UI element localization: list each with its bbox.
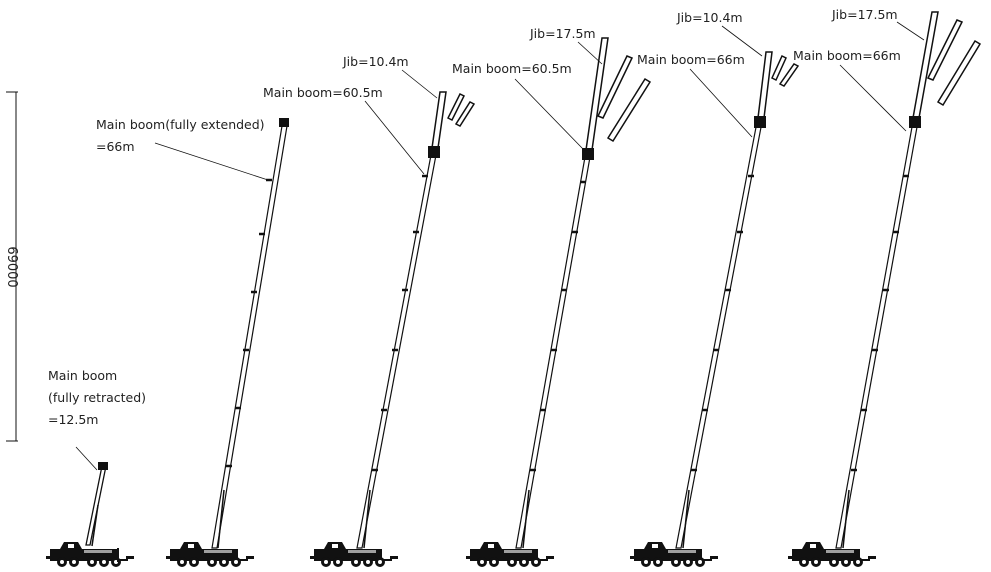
- leader-line-jib: [896, 21, 925, 41]
- leader-line-main-boom: [839, 64, 907, 132]
- truck-carrier: [46, 542, 134, 567]
- crane-60-5m-jib-10-4m: Main boom=60.5m Jib=10.4m: [263, 54, 476, 567]
- truck-carrier: [630, 542, 718, 567]
- jib-offset: [778, 63, 800, 87]
- main-boom: [85, 465, 107, 546]
- jib-offset: [936, 39, 982, 107]
- dimension-label: 69000: [4, 246, 19, 287]
- luffing-cylinder: [91, 504, 99, 547]
- leader-line-jib: [401, 69, 438, 99]
- main-boom: [515, 156, 591, 549]
- jib-offset: [596, 55, 634, 119]
- label-line-3: =12.5m: [48, 412, 98, 427]
- label-line-2: (fully retracted): [48, 390, 146, 405]
- luffing-cylinder: [682, 489, 690, 549]
- main-boom: [356, 154, 437, 549]
- crane-66m-jib-17-5m: Main boom=66m Jib=17.5m: [788, 7, 982, 567]
- boom-head: [279, 118, 289, 127]
- jib-offset: [771, 54, 787, 82]
- main-boom: [211, 125, 288, 549]
- truck-carrier: [466, 542, 554, 567]
- label-line-1: Main boom(fully extended): [96, 117, 265, 132]
- truck-carrier: [166, 542, 254, 567]
- luffing-cylinder: [217, 489, 225, 549]
- boom-head: [98, 462, 108, 470]
- crane-60-5m-jib-17-5m: Main boom=60.5m Jib=17.5m: [452, 26, 652, 567]
- label-main-boom: Main boom=60.5m: [263, 85, 383, 100]
- boom-head: [754, 116, 766, 128]
- label-main-boom: Main boom=66m: [793, 48, 901, 63]
- crane-retracted: Main boom (fully retracted) =12.5m: [46, 368, 146, 567]
- luffing-cylinder: [363, 489, 371, 549]
- main-boom: [675, 121, 763, 549]
- luffing-cylinder: [522, 489, 530, 549]
- label-jib: Jib=10.4m: [676, 10, 743, 25]
- jib-offset: [446, 92, 466, 122]
- leader-line-main-boom: [364, 100, 425, 175]
- jib: [585, 37, 609, 151]
- leader-line-main-boom: [689, 68, 753, 138]
- label-jib: Jib=17.5m: [831, 7, 898, 22]
- jib: [912, 11, 939, 119]
- jib-offset: [926, 19, 964, 81]
- boom-head: [909, 116, 921, 128]
- boom-head: [582, 148, 594, 160]
- jib-offset: [454, 101, 476, 127]
- main-boom: [835, 126, 918, 549]
- jib: [431, 91, 447, 149]
- crane-main-boom-66m: Main boom(fully extended) =66m: [96, 117, 289, 567]
- leader-line: [75, 446, 98, 471]
- truck-carrier: [310, 542, 398, 567]
- crane-66m-jib-10-4m: Main boom=66m Jib=10.4m: [630, 10, 800, 567]
- boom-joints: [372, 174, 428, 472]
- leader-line-jib: [577, 41, 603, 65]
- boom-joints: [851, 174, 909, 472]
- boom-head: [428, 146, 440, 158]
- leader-line: [154, 142, 269, 181]
- height-dimension: 69000: [4, 91, 19, 442]
- truck-carrier: [788, 542, 876, 567]
- jib: [757, 51, 773, 119]
- jib-offset: [606, 77, 652, 143]
- label-main-boom: Main boom=66m: [637, 52, 745, 67]
- leader-line-main-boom: [514, 78, 584, 150]
- label-main-boom: Main boom=60.5m: [452, 61, 572, 76]
- label-jib: Jib=10.4m: [342, 54, 409, 69]
- luffing-cylinder: [842, 489, 850, 549]
- label-line-1: Main boom: [48, 368, 117, 383]
- leader-line-jib: [721, 25, 763, 57]
- label-line-2: =66m: [96, 139, 135, 154]
- boom-joints: [691, 174, 754, 472]
- boom-joints: [530, 180, 586, 472]
- label-jib: Jib=17.5m: [529, 26, 596, 41]
